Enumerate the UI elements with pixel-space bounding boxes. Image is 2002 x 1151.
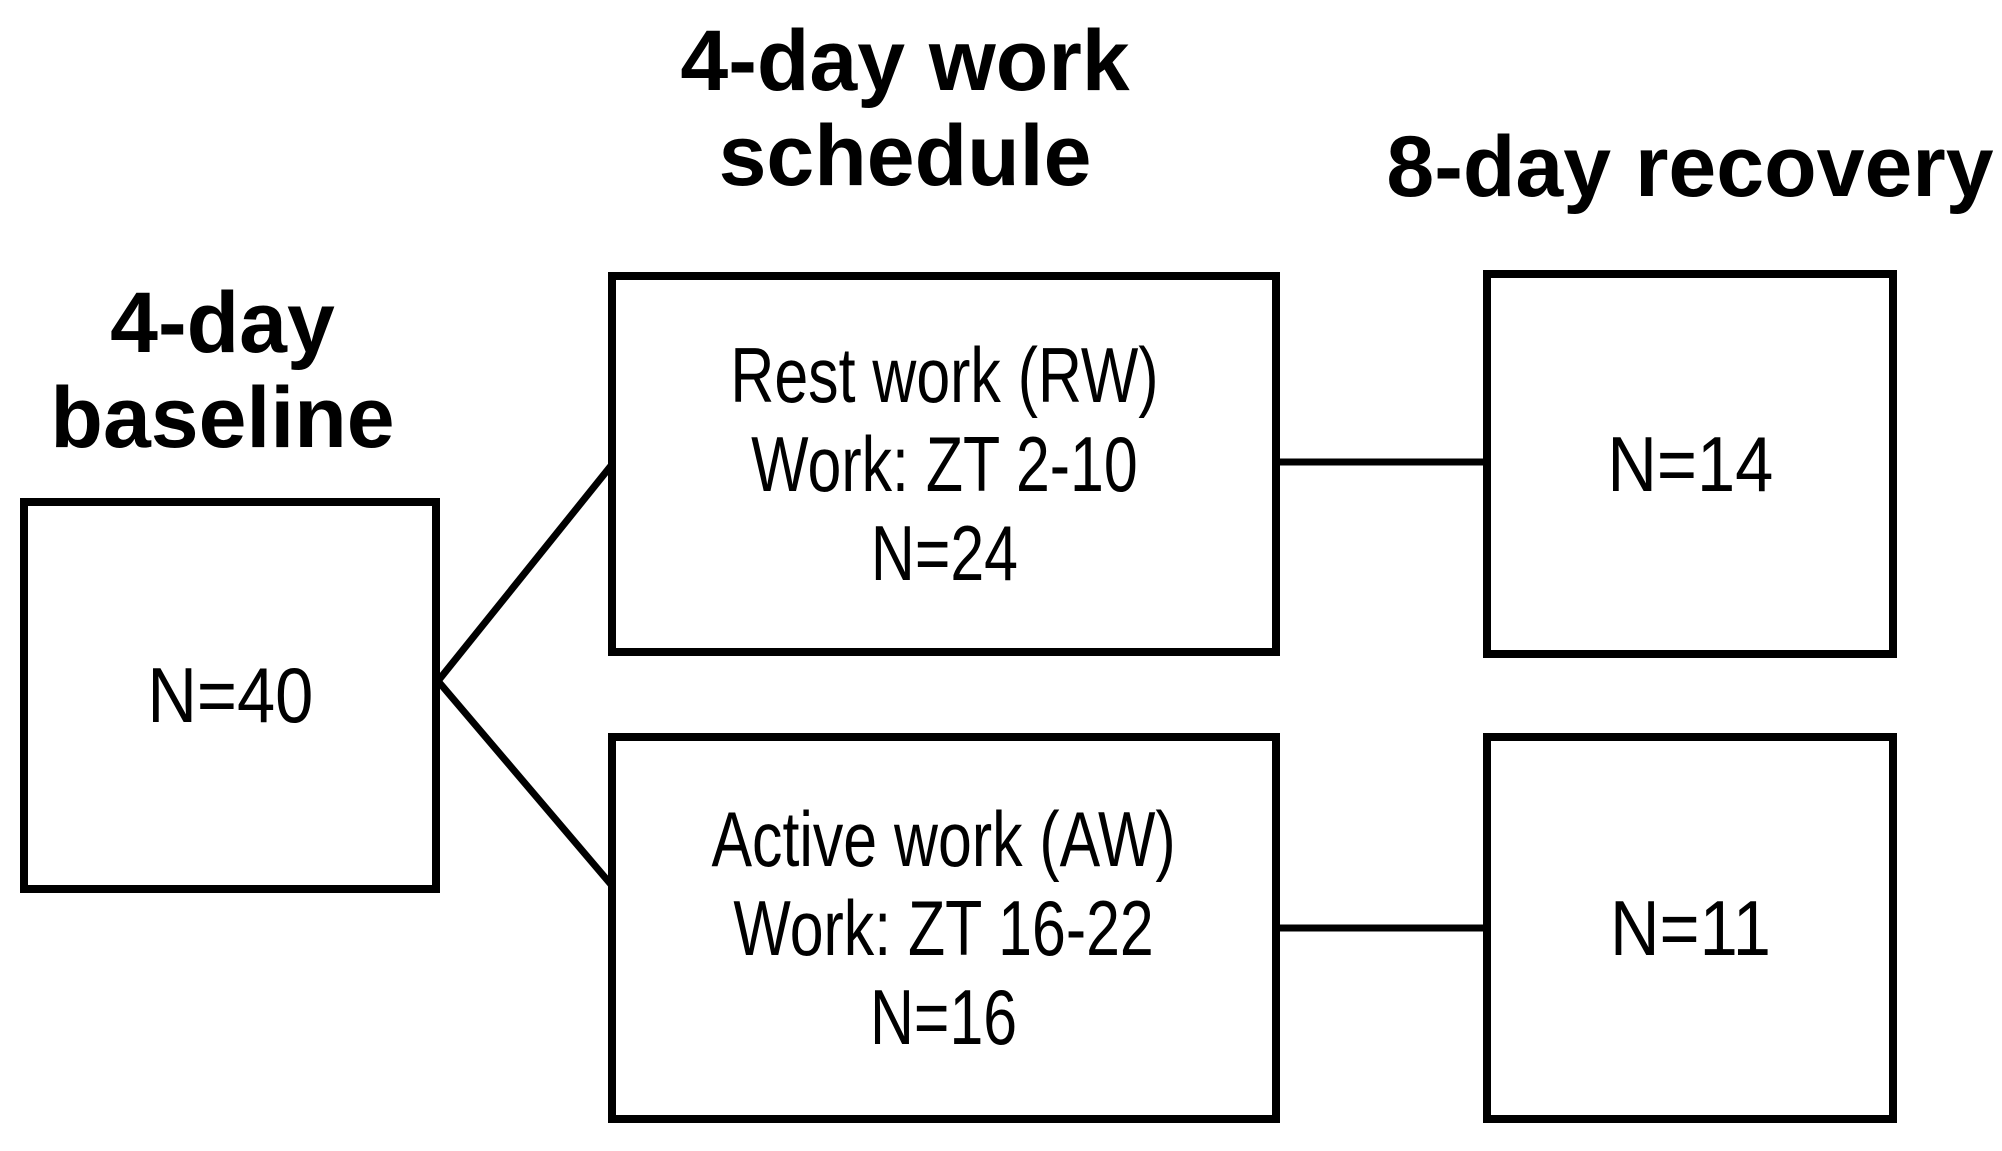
connector-baseline-to-active-work	[435, 678, 617, 891]
recovery-active-box: N=11	[1483, 733, 1897, 1123]
header-recovery-label: 8-day recovery	[1386, 119, 1994, 215]
baseline-n-label: N=40	[146, 651, 313, 739]
header-work-schedule: 4-day work schedule	[540, 14, 1270, 204]
header-work-schedule-line1: 4-day work	[680, 13, 1130, 109]
header-work-schedule-line2: schedule	[718, 108, 1092, 204]
header-recovery: 8-day recovery	[1325, 120, 2002, 215]
baseline-box: N=40	[20, 498, 440, 893]
header-baseline-line2: baseline	[50, 370, 395, 466]
active-work-title: Active work (AW)	[711, 794, 1177, 883]
active-work-schedule: Work: ZT 16-22	[733, 883, 1155, 972]
recovery-rest-n-label: N=14	[1606, 419, 1773, 508]
rest-work-box: Rest work (RW) Work: ZT 2-10 N=24	[608, 272, 1280, 656]
rest-work-n-label: N=24	[870, 508, 1018, 597]
active-work-n-label: N=16	[870, 972, 1018, 1061]
active-work-box: Active work (AW) Work: ZT 16-22 N=16	[608, 733, 1280, 1123]
header-baseline: 4-day baseline	[0, 276, 445, 466]
active-work-text: Active work (AW) Work: ZT 16-22 N=16	[712, 795, 1176, 1062]
rest-work-schedule: Work: ZT 2-10	[750, 419, 1138, 508]
recovery-active-n-label: N=11	[1609, 883, 1771, 972]
rest-work-title: Rest work (RW)	[729, 330, 1159, 419]
header-baseline-line1: 4-day	[110, 275, 335, 371]
connector-baseline-to-rest-work	[435, 459, 617, 684]
rest-work-text: Rest work (RW) Work: ZT 2-10 N=24	[730, 331, 1158, 598]
recovery-rest-box: N=14	[1483, 270, 1897, 658]
